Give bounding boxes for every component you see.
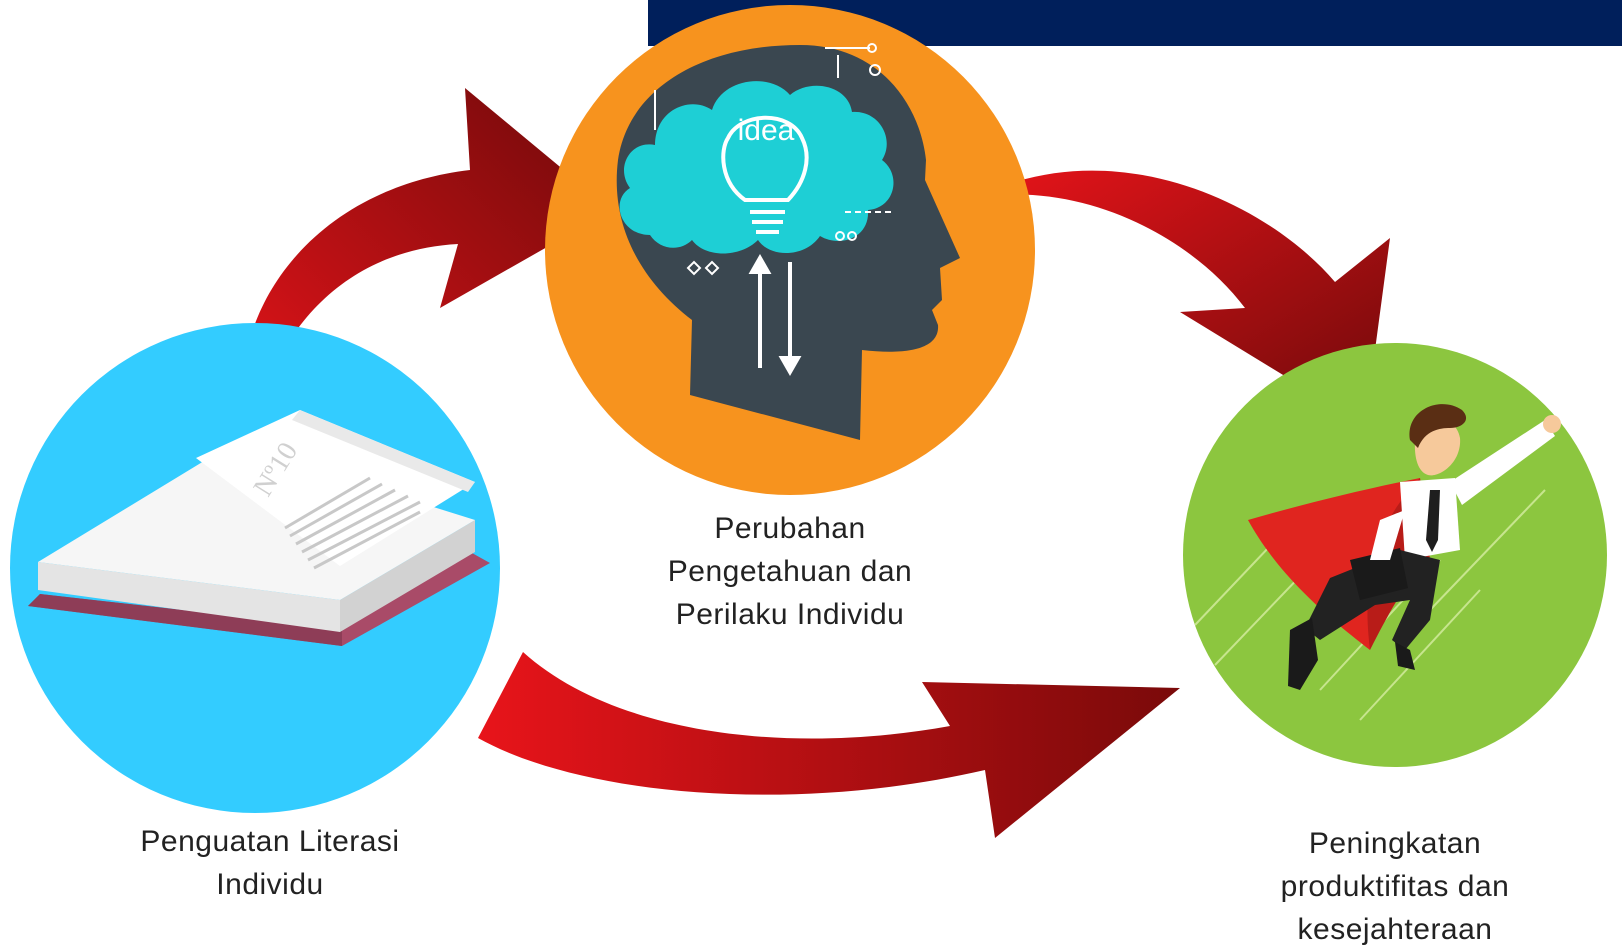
brain-cloud [619, 81, 894, 254]
caption-line: Peningkatan [1308, 827, 1482, 860]
caption-perubahan: Perubahan Pengetahuan dan Perilaku Indiv… [590, 507, 990, 636]
caption-peningkatan: Peningkatan produktifitas dan kesejahter… [1195, 822, 1595, 951]
flying-businessman-icon [1248, 404, 1561, 690]
caption-line: kesejahteraan [1297, 913, 1493, 946]
arrow-literasi-to-perubahan [242, 88, 613, 446]
arrow-literasi-to-peningkatan [478, 652, 1180, 838]
open-book-icon: Nº10 [28, 410, 490, 646]
arrow-perubahan-to-peningkatan [975, 170, 1390, 425]
node-perubahan: idea [545, 5, 1035, 495]
bulb-label: idea [738, 114, 795, 147]
idea-head-icon: idea [616, 43, 960, 440]
node-literasi: Nº10 [10, 323, 500, 813]
caption-line: Individu [216, 868, 324, 901]
node-peningkatan [1183, 343, 1607, 767]
caption-line: Pengetahuan dan [667, 555, 913, 588]
caption-line: produktifitas dan [1280, 870, 1510, 903]
caption-line: Perilaku Individu [675, 598, 905, 631]
caption-literasi: Penguatan Literasi Individu [70, 820, 470, 906]
caption-line: Penguatan Literasi [140, 825, 400, 858]
caption-line: Perubahan [714, 512, 866, 545]
